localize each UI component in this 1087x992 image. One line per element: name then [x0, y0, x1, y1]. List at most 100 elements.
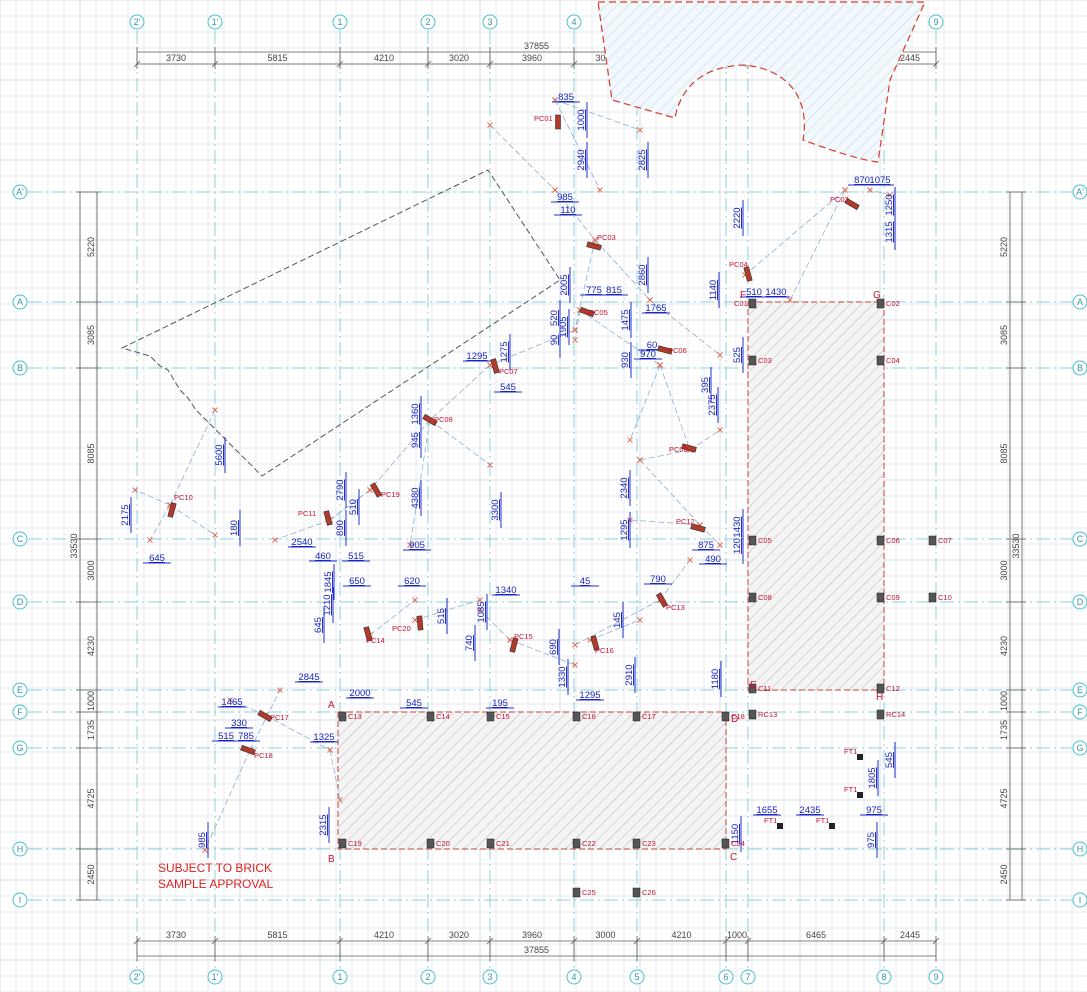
point-stroke [407, 542, 413, 548]
setting-out-dimension: 975 [866, 805, 882, 816]
pile-cap-marker [490, 358, 500, 374]
setting-out-point [132, 487, 138, 493]
point-stroke [637, 457, 643, 463]
column-label: C14 [436, 712, 450, 721]
column-marker [876, 355, 885, 366]
setting-out-point [637, 127, 643, 133]
setting-out-dimension: 970 [640, 349, 656, 360]
column-rc13: RC13 [748, 709, 777, 720]
setting-out-line [274, 519, 331, 541]
setting-out-dimension: 740 [464, 635, 475, 651]
footing-label: FT1 [844, 785, 857, 794]
setting-out-dimension: 1275 [499, 341, 510, 362]
point-stroke [592, 237, 598, 243]
point-stroke [147, 537, 153, 543]
axis-bubble [482, 14, 498, 30]
dimension-value: 3730 [166, 53, 186, 63]
column-marker [572, 838, 581, 849]
axis-bubble [1072, 682, 1087, 698]
axis-bubble [1072, 841, 1087, 857]
setting-out-dimension: 815 [606, 285, 622, 296]
setting-out-dimension: 870 [854, 175, 870, 186]
column-c03: C03 [748, 355, 772, 366]
point-stroke [717, 427, 723, 433]
dimension-tick [570, 937, 578, 945]
column-marker [632, 711, 641, 722]
setting-out-line [369, 419, 431, 491]
point-stroke [787, 297, 793, 303]
setting-out-dimension: 1150 [730, 824, 741, 844]
setting-out-line [554, 99, 601, 191]
setting-out-dimension: 945 [410, 432, 421, 448]
footing-ft1: FT1 [764, 816, 783, 829]
axis-label: 2 [425, 972, 430, 982]
setting-out-dimension: 1210 [322, 594, 333, 615]
pile-cap-label: PC01 [534, 114, 553, 123]
footing-ft1: FT1 [816, 816, 835, 829]
setting-out-point [627, 437, 633, 443]
setting-out-dimension: 1000 [576, 109, 587, 130]
dimension-tick [336, 937, 344, 945]
setting-out-dimension: 785 [238, 731, 254, 742]
pile-cap-pc01: PC01 [534, 114, 561, 130]
pile-cap-pc20: PC20 [392, 615, 424, 633]
dimension-tick [133, 937, 141, 945]
dimension-value: 3960 [522, 930, 542, 940]
setting-out-line [744, 189, 846, 276]
dimension-value: 3085 [999, 325, 1009, 345]
setting-out-dimension: 395 [700, 377, 711, 393]
slab-corner-c: C [730, 852, 737, 863]
setting-out-dimension: 2790 [335, 479, 346, 500]
column-label: C09 [886, 593, 900, 602]
setting-out-dimension: 1295 [619, 519, 630, 540]
footing-label: FT1 [764, 816, 777, 825]
setting-out-point [572, 337, 578, 343]
setting-out-line [574, 239, 596, 331]
footing-marker [829, 823, 835, 829]
dimension-value: 4230 [999, 636, 1009, 656]
column-marker [721, 838, 730, 849]
setting-out-dimension: 620 [404, 576, 420, 587]
column-label: C08 [758, 593, 772, 602]
dimension-tick [880, 937, 888, 945]
column-marker [338, 711, 347, 722]
column-c12: C12 [876, 683, 900, 694]
dimension-value: 4230 [86, 636, 96, 656]
axis-bubble [207, 969, 223, 985]
column-label: C22 [582, 839, 596, 848]
setting-out-dimension: 2005 [559, 274, 570, 295]
setting-out-line [639, 459, 701, 526]
point-stroke [412, 597, 418, 603]
setting-out-line [414, 599, 481, 621]
column-label: RC13 [758, 710, 777, 719]
point-stroke [572, 327, 578, 333]
column-label: C16 [582, 712, 596, 721]
setting-out-point [637, 457, 643, 463]
footing-marker [857, 792, 863, 798]
setting-out-line [369, 599, 416, 636]
column-c13: C13 [338, 711, 362, 722]
setting-out-dimension: 1340 [495, 585, 516, 596]
setting-out-point [717, 352, 723, 358]
point-stroke [657, 362, 663, 368]
pile-cap-marker [743, 266, 753, 282]
column-marker [876, 709, 885, 720]
pile-cap-label: PC19 [381, 490, 400, 499]
axis-label: A' [16, 187, 24, 197]
setting-out-dimension: 890 [335, 520, 346, 536]
axis-bubble [566, 969, 582, 985]
setting-out-dimension: 45 [580, 576, 591, 587]
axis-bubble [420, 14, 436, 30]
setting-out-dimension: 1475 [620, 309, 631, 330]
column-c09: C09 [876, 592, 900, 603]
setting-out-dimension: 1465 [221, 697, 242, 708]
setting-out-line [149, 504, 171, 541]
setting-out-dimension: 525 [732, 347, 743, 363]
setting-out-point [887, 192, 893, 198]
setting-out-point [367, 487, 373, 493]
dimension-value: 3000 [86, 560, 96, 580]
setting-out-dimension: 1075 [869, 175, 890, 186]
setting-out-point [717, 427, 723, 433]
pile-cap-label: PC05 [589, 308, 608, 317]
